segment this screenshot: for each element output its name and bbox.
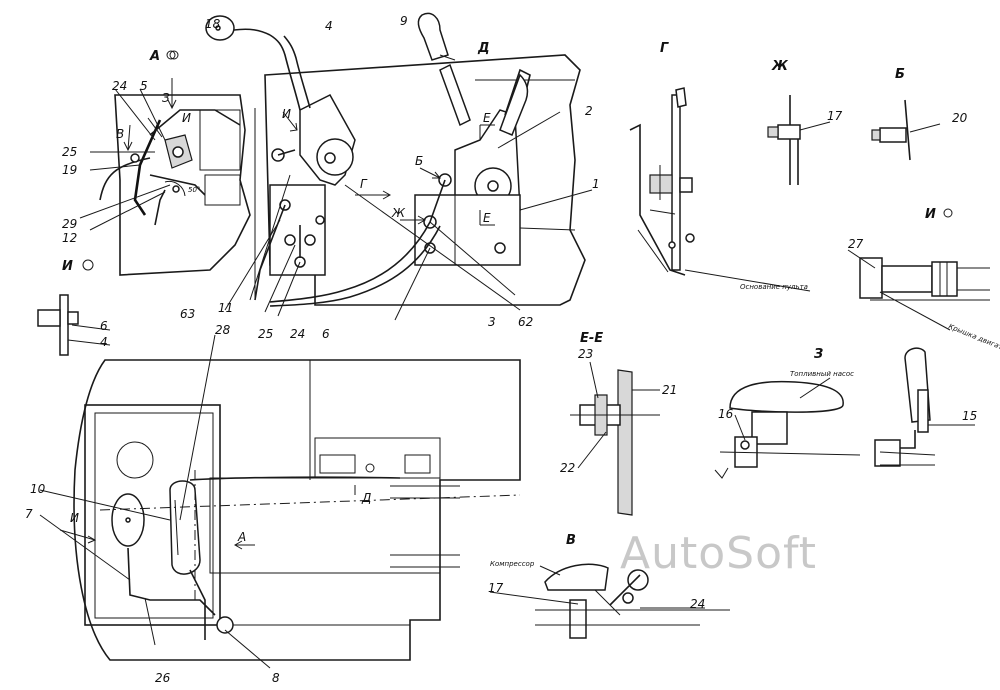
arrow-label-zh: Ж	[391, 206, 406, 220]
callout-6b: 6	[322, 327, 330, 341]
callout-24: 24	[112, 79, 127, 93]
callout-17b: 17	[488, 581, 504, 595]
arrow-label-e-bottom: Е	[483, 211, 491, 225]
arrow-label-d: Д	[361, 491, 371, 505]
callout-28: 28	[215, 323, 231, 337]
callout-5: 5	[140, 79, 148, 93]
callout-19: 19	[62, 163, 77, 177]
view-title-io: И	[62, 259, 73, 274]
callout-6: 6	[100, 319, 108, 333]
callout-12: 12	[62, 231, 77, 245]
view-i-engine-cover	[847, 249, 990, 331]
view-title-g: Г	[660, 41, 669, 56]
callout-18: 18	[205, 17, 221, 31]
view-title-v: В	[566, 533, 576, 548]
view-io-mark	[82, 259, 94, 271]
view-zh-detail	[767, 95, 831, 185]
arrow-label-v: В	[116, 127, 124, 141]
arrow-label-i-plan: И	[70, 511, 79, 525]
arrow-label-ib: И	[282, 107, 291, 121]
view-d-control-levers	[205, 12, 593, 321]
callout-25b: 25	[258, 327, 273, 341]
arrow-label-i: И	[182, 111, 191, 125]
arrow-label-g: Г	[360, 177, 368, 191]
arrow-label-e-top: Е	[483, 111, 491, 125]
view-b-detail	[871, 99, 941, 161]
watermark-text: AutoSoft	[620, 528, 817, 579]
view-i-mark	[943, 208, 953, 218]
view-io-bracket	[37, 294, 111, 356]
callout-7: 7	[25, 507, 33, 521]
callout-15: 15	[962, 409, 977, 423]
view-v-compressor	[489, 563, 730, 639]
note-panel-base: Основание пульта	[740, 283, 808, 291]
view-title-z: З	[814, 347, 823, 362]
callout-8: 8	[272, 671, 280, 685]
arrow-label-a: А	[237, 530, 246, 544]
callout-21: 21	[662, 383, 677, 397]
view-g-detail	[629, 87, 811, 292]
arrow-label-b: Б	[415, 154, 423, 168]
callout-1: 1	[592, 177, 600, 191]
note-engine-cover: Крышка двигателя	[947, 322, 1000, 356]
view-title-b: Б	[895, 67, 905, 82]
callout-62: 62	[518, 315, 533, 329]
callout-2: 2	[585, 104, 593, 118]
callout-24b: 24	[290, 327, 305, 341]
callout-labels: 18 4 9 2 1 24 5 25 19 29 12 11 63 25 24 …	[25, 14, 1000, 685]
view-title-i: И	[925, 207, 936, 222]
view-title-a: А	[149, 49, 160, 64]
angle-label: 50°	[188, 186, 200, 194]
callout-29: 29	[62, 217, 77, 231]
callout-26: 26	[155, 671, 171, 685]
callout-24c: 24	[690, 597, 705, 611]
plan-view-cab	[39, 334, 521, 669]
callout-11: 11	[218, 301, 233, 315]
section-e-e	[570, 361, 660, 516]
view-a-mark	[166, 50, 176, 60]
callout-16: 16	[718, 407, 734, 421]
view-title-d: Д	[477, 41, 490, 56]
callout-10: 10	[30, 482, 46, 496]
note-compressor: Компрессор	[490, 560, 535, 568]
callout-17: 17	[827, 109, 843, 123]
view-z-fuel-pump	[714, 347, 975, 479]
callout-20: 20	[952, 111, 968, 125]
callout-3: 3	[488, 315, 496, 329]
callout-9: 9	[400, 14, 408, 28]
callout-27: 27	[848, 237, 864, 251]
arrow-label-z: З	[162, 91, 170, 105]
note-fuel-pump: Топливный насос	[790, 370, 854, 378]
callout-22: 22	[560, 461, 575, 475]
callout-23: 23	[578, 347, 593, 361]
callout-63: 63	[180, 307, 195, 321]
view-a-detail	[79, 50, 251, 276]
callout-25: 25	[62, 145, 77, 159]
callout-4b: 4	[100, 335, 108, 349]
callout-4: 4	[325, 19, 333, 33]
view-title-zh: Ж	[771, 59, 789, 74]
view-title-ee: Е-Е	[580, 331, 603, 346]
